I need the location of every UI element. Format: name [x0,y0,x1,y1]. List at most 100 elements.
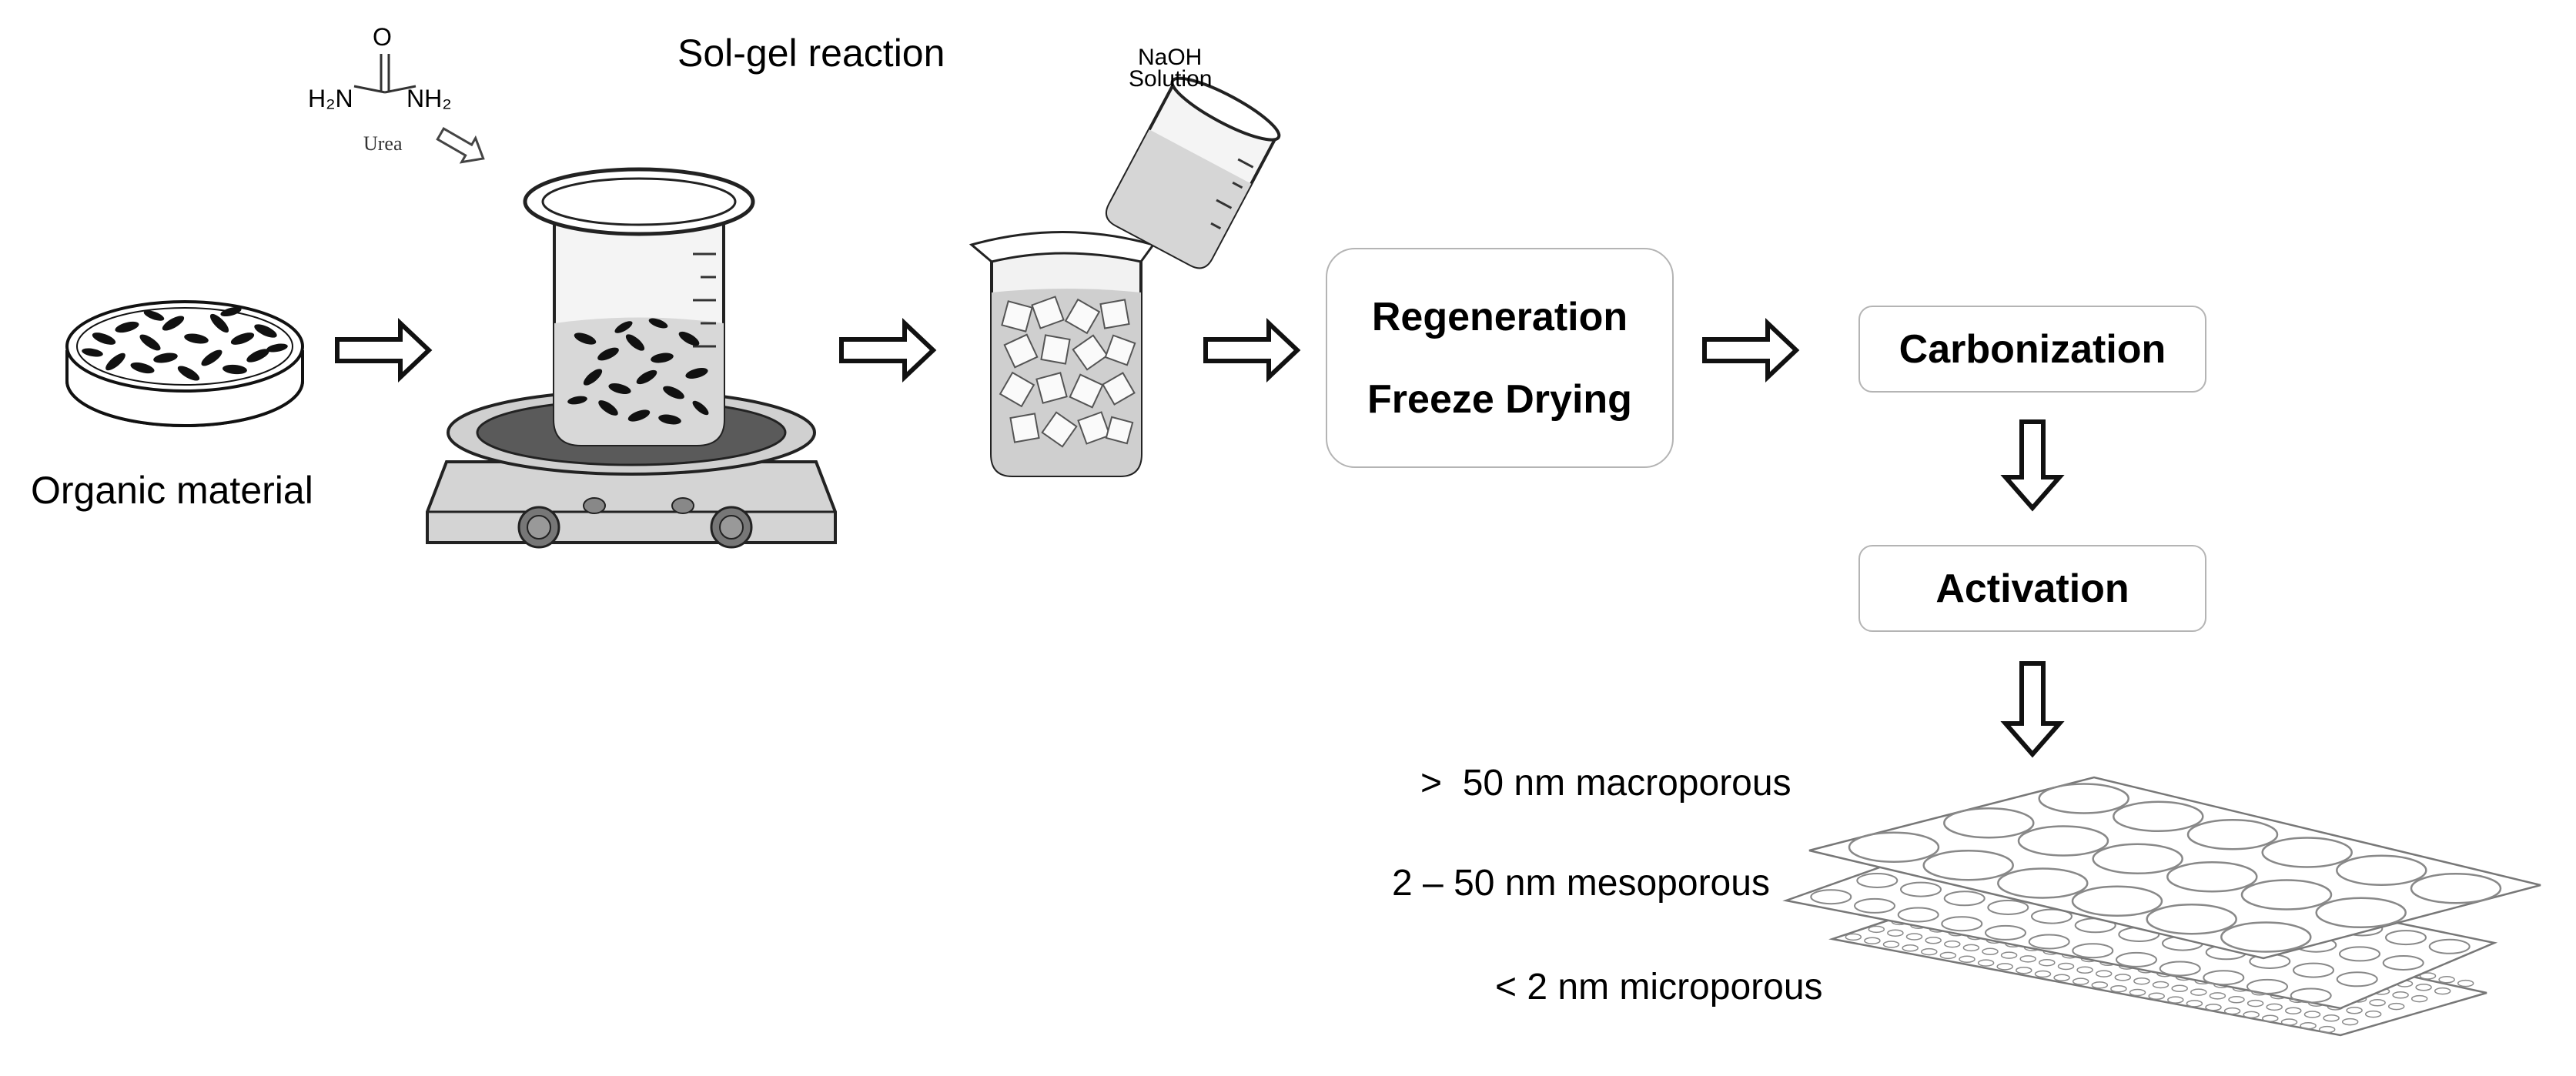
pore [2382,955,2424,971]
pore [2034,970,2052,978]
pore [2186,818,2279,850]
pore [2016,966,2032,974]
pore [2246,978,2288,994]
pore [2438,976,2455,984]
pore [2017,825,2109,857]
pore [2280,1018,2298,1026]
pore [2095,970,2113,977]
pore [1900,881,1942,897]
pore [2415,984,2432,991]
microporous-label: < 2 nm microporous [1495,967,1823,1007]
pore [2266,1003,2283,1011]
urea-label: Urea [363,132,403,155]
pore [2369,999,2386,1007]
pore [2434,987,2451,995]
pore [2113,800,2204,833]
beaker-icon [523,167,755,446]
pore [1868,925,1885,934]
pore [1887,929,1904,937]
pore [1922,849,2014,881]
pore [1902,944,1919,952]
pore [2110,984,2127,993]
pore [1882,941,1900,948]
pore [2019,955,2036,963]
pore [2223,1007,2241,1015]
pore [1962,944,1980,952]
pore [2072,943,2114,959]
pore [2428,938,2471,954]
pore [2038,783,2129,814]
pore [1810,889,1852,905]
pore [2243,1011,2260,1019]
pore [2031,908,2073,924]
pore-layers-icon [1782,776,2541,1037]
pore [1977,959,1995,967]
mesoporous-label: 2 – 50 nm mesoporous [1392,863,1770,904]
pore [2336,854,2427,887]
pore [2071,885,2163,917]
pore [2323,1014,2340,1022]
macro-layer [1808,776,2541,960]
naoh-beaker-icon [1105,76,1281,269]
process-arrow-icon [335,318,1800,383]
pore [2346,1007,2363,1014]
pore [2209,992,2226,1000]
pore [2072,977,2089,985]
pore [2336,971,2378,987]
urea-h2n-label: H₂N [308,85,353,112]
pore [2315,897,2407,929]
pore [1897,907,1939,923]
pore [1939,951,1957,960]
pore [1845,933,1862,941]
urea-nh2-label: NH₂ [406,85,452,112]
pore [1959,955,1975,964]
pore [2148,992,2165,1001]
pore [2186,1000,2203,1007]
pore [2285,1007,2302,1014]
pore [1941,916,1983,932]
pore [2290,987,2332,1004]
pore [2385,930,2427,946]
pore [2205,1004,2222,1011]
carbonization-label: Carbonization [1899,326,2166,372]
freeze-drying-label: Freeze Drying [1367,376,1632,422]
pore [1987,900,2029,915]
down-arrow-icon [2000,419,2065,758]
pore [2166,860,2258,893]
pore [2293,962,2334,978]
pore [2152,981,2170,989]
pore [2318,1025,2336,1034]
pore [2341,1018,2359,1026]
pore [2133,977,2150,985]
pore [2091,981,2109,989]
pore [2410,872,2502,904]
pore [2220,921,2312,953]
pore [2410,994,2428,1003]
pore [1848,831,1940,864]
pore [2167,996,2184,1004]
pore [2419,972,2437,980]
pore [2339,946,2380,962]
cube-beaker-icon [969,231,1156,477]
pore [1997,867,2089,899]
pore [2000,951,2018,959]
macroporous-label: > 50 nm macroporous [1420,763,1791,804]
urea-arrow-icon [436,127,485,164]
activation-box: Activation [1858,545,2206,632]
pore [2203,970,2245,986]
pore [1905,933,1923,941]
urea-o-label: O [373,23,392,51]
regeneration-freeze-box: Regeneration Freeze Drying [1326,248,1674,468]
pore [2190,988,2207,996]
pore [2246,999,2264,1007]
pore [2387,1002,2405,1011]
activation-label: Activation [1935,566,2129,611]
pore [2116,951,2157,967]
pore [2392,991,2409,999]
pore [1944,940,1961,948]
petri-dish-icon [65,300,304,427]
pore [2228,996,2245,1004]
pore [1925,937,1942,944]
naoh-label-line1: NaOH [1138,45,1203,70]
pore [2076,966,2093,974]
